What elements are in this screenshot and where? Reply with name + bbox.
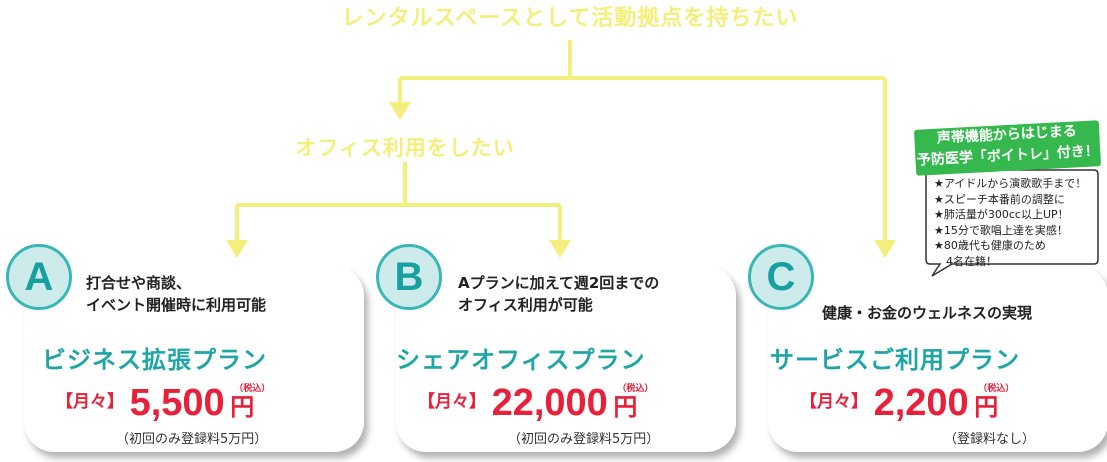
plan-c-description: 健康・お金のウェルネスの実現 <box>822 302 1032 324</box>
plan-c-amount: 2,200 <box>873 382 969 424</box>
flow-top-label: レンタルスペースとして活動拠点を持ちたい <box>341 6 799 31</box>
plan-b-desc-line-2: オフィス利用が可能 <box>458 296 593 314</box>
plan-letter-badge-b: B <box>376 244 442 310</box>
flow-mid-label: オフィス利用をしたい <box>295 136 515 160</box>
plan-c-price: 【月々】 2,200 （税込）円 <box>800 382 1014 425</box>
plan-a-name: ビジネス拡張プラン <box>42 346 267 374</box>
plan-c-name: サービスご利用プラン <box>770 346 1020 374</box>
plan-c-monthly-label: 【月々】 <box>800 392 868 412</box>
plan-b-amount: 22,000 <box>491 382 608 424</box>
plan-card-c <box>768 266 1107 452</box>
plan-c-tax-label: （税込） <box>978 384 1015 394</box>
plan-b-price: 【月々】 22,000 （税込）円 <box>418 382 653 425</box>
bubble-item: ★80歳代も健康のため <box>934 239 1046 252</box>
arrow-to-plan-b <box>549 240 571 258</box>
plan-a-description: 打合せや商談、 イベント開催時に利用可能 <box>86 272 266 316</box>
plan-b-monthly-label: 【月々】 <box>418 392 486 412</box>
plan-letter-badge-c: C <box>748 244 814 310</box>
bubble-item: ★肺活量が300cc以上UP！ <box>934 208 1069 221</box>
plan-a-price: 【月々】 5,500 （税込）円 <box>56 382 270 425</box>
plan-c-desc-line-1: 健康・お金のウェルネスの実現 <box>822 304 1033 322</box>
plan-card-a <box>24 266 364 452</box>
plan-c-yen: （税込）円 <box>974 384 1014 421</box>
arrow-to-plan-c <box>874 240 896 258</box>
plan-b-description: Aプランに加えて週2回までの オフィス利用が可能 <box>458 272 659 316</box>
plan-b-name: シェアオフィスプラン <box>396 346 646 374</box>
plan-a-desc-line-1: 打合せや商談、 <box>86 274 192 292</box>
arrow-to-plan-a <box>226 240 248 258</box>
plan-c-note: （登録料なし） <box>944 432 1036 447</box>
voice-training-badge: 声帯機能からはじまる 予防医学「ボイトレ」付き！ <box>913 120 1102 176</box>
plan-card-b <box>396 266 736 452</box>
plan-letter-badge-a: A <box>6 244 72 310</box>
plan-b-note: （初回のみ登録料5万円） <box>508 432 660 447</box>
plan-a-tax-label: （税込） <box>234 384 271 394</box>
arrow-to-office <box>389 102 411 120</box>
plan-b-yen: （税込）円 <box>613 384 653 421</box>
bubble-item: ★アイドルから演歌歌手まで！ <box>934 177 1087 190</box>
plan-a-amount: 5,500 <box>129 382 225 424</box>
plan-a-note: （初回のみ登録料5万円） <box>116 432 268 447</box>
plan-b-tax-label: （税込） <box>617 384 654 394</box>
bubble-item: 4名在籍！ <box>946 254 997 268</box>
bubble-feature-list: ★アイドルから演歌歌手まで！ ★スピーチ本番前の調整に ★肺活量が300cc以上… <box>934 176 1086 269</box>
plan-b-desc-line-1: Aプランに加えて週2回までの <box>458 274 660 292</box>
plan-a-monthly-label: 【月々】 <box>56 392 124 412</box>
bubble-item: ★スピーチ本番前の調整に <box>934 192 1065 206</box>
plan-a-yen: （税込）円 <box>230 384 270 421</box>
bubble-item: ★15分で歌唱上達を実感！ <box>934 223 1068 237</box>
plan-a-desc-line-2: イベント開催時に利用可能 <box>86 296 267 314</box>
